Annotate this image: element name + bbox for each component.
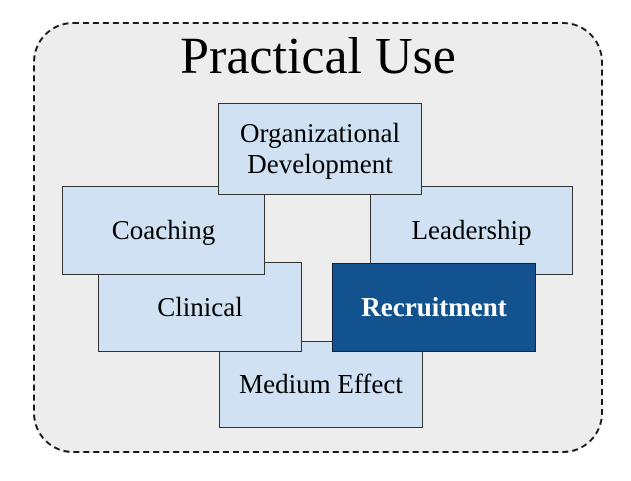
- diagram-title: Practical Use: [180, 28, 456, 85]
- node-leadership: Leadership: [370, 186, 573, 275]
- node-label: Clinical: [157, 291, 243, 322]
- node-clinical: Clinical: [98, 262, 302, 352]
- node-label: Organizational Development: [240, 118, 400, 179]
- node-organizational-development: Organizational Development: [218, 103, 422, 195]
- node-label: Medium Effect: [239, 369, 403, 400]
- node-label: Coaching: [111, 215, 216, 246]
- node-coaching: Coaching: [62, 186, 265, 275]
- node-recruitment: Recruitment: [332, 263, 536, 352]
- node-label: Leadership: [411, 215, 532, 246]
- node-label: Recruitment: [361, 292, 507, 323]
- node-medium-effect: Medium Effect: [219, 341, 423, 428]
